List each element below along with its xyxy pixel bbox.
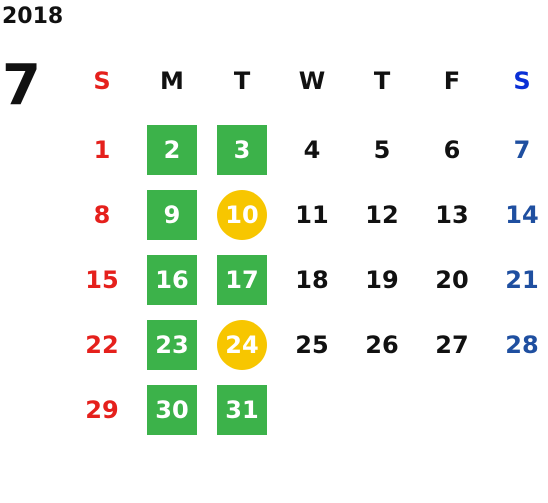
month-label: 7 bbox=[2, 53, 41, 118]
day-cell[interactable]: 13 bbox=[417, 190, 487, 255]
day-cell[interactable]: 12 bbox=[347, 190, 417, 255]
day-cell-highlighted-green[interactable]: 16 bbox=[137, 255, 207, 320]
day-number: 29 bbox=[85, 396, 119, 424]
day-cell-highlighted-green[interactable]: 9 bbox=[137, 190, 207, 255]
year-label: 2018 bbox=[2, 4, 64, 29]
day-cell[interactable]: 11 bbox=[277, 190, 347, 255]
day-cell[interactable]: 26 bbox=[347, 320, 417, 385]
day-cell-highlighted-green[interactable]: 3 bbox=[207, 125, 277, 190]
day-number: 4 bbox=[303, 136, 321, 164]
day-number: 9 bbox=[147, 190, 197, 240]
day-number: 12 bbox=[365, 201, 399, 229]
day-cell-highlighted-green[interactable]: 17 bbox=[207, 255, 277, 320]
day-number: 17 bbox=[217, 255, 267, 305]
weekday-mon: M bbox=[160, 67, 184, 95]
day-cell[interactable]: 25 bbox=[277, 320, 347, 385]
day-cell[interactable]: 18 bbox=[277, 255, 347, 320]
day-number: 15 bbox=[85, 266, 119, 294]
day-number: 6 bbox=[443, 136, 461, 164]
day-cell[interactable]: 22 bbox=[67, 320, 137, 385]
day-number: 31 bbox=[217, 385, 267, 435]
day-number: 10 bbox=[217, 190, 267, 240]
weekday-tue: T bbox=[233, 67, 251, 95]
day-cell[interactable]: 6 bbox=[417, 125, 487, 190]
day-number: 7 bbox=[513, 136, 531, 164]
day-number: 19 bbox=[365, 266, 399, 294]
day-number: 21 bbox=[505, 266, 539, 294]
weekday-thu: T bbox=[373, 67, 391, 95]
weekday-wed: W bbox=[298, 67, 326, 95]
day-cell[interactable]: 5 bbox=[347, 125, 417, 190]
weekday-sat: S bbox=[513, 67, 531, 95]
day-cell-highlighted-green[interactable]: 2 bbox=[137, 125, 207, 190]
day-cell[interactable]: 20 bbox=[417, 255, 487, 320]
day-cell[interactable]: 15 bbox=[67, 255, 137, 320]
day-cell[interactable]: 27 bbox=[417, 320, 487, 385]
day-number: 20 bbox=[435, 266, 469, 294]
day-cell-highlighted-green[interactable]: 23 bbox=[137, 320, 207, 385]
day-number: 30 bbox=[147, 385, 197, 435]
day-number: 25 bbox=[295, 331, 329, 359]
day-cell[interactable]: 28 bbox=[487, 320, 548, 385]
day-number: 1 bbox=[93, 136, 111, 164]
day-number: 28 bbox=[505, 331, 539, 359]
day-number: 26 bbox=[365, 331, 399, 359]
weekday-fri: F bbox=[443, 67, 461, 95]
day-cell-highlighted-yellow[interactable]: 24 bbox=[207, 320, 277, 385]
day-number: 5 bbox=[373, 136, 391, 164]
day-number: 18 bbox=[295, 266, 329, 294]
day-cell[interactable]: 1 bbox=[67, 125, 137, 190]
day-cell[interactable]: 7 bbox=[487, 125, 548, 190]
day-number: 16 bbox=[147, 255, 197, 305]
day-number: 22 bbox=[85, 331, 119, 359]
day-cell-highlighted-green[interactable]: 31 bbox=[207, 385, 277, 450]
day-number: 24 bbox=[217, 320, 267, 370]
day-number: 11 bbox=[295, 201, 329, 229]
day-cell-highlighted-yellow[interactable]: 10 bbox=[207, 190, 277, 255]
day-number: 8 bbox=[93, 201, 111, 229]
weekday-sun: S bbox=[93, 67, 111, 95]
day-cell[interactable]: 21 bbox=[487, 255, 548, 320]
day-number: 13 bbox=[435, 201, 469, 229]
day-cell[interactable]: 14 bbox=[487, 190, 548, 255]
day-cell[interactable]: 19 bbox=[347, 255, 417, 320]
day-number: 3 bbox=[217, 125, 267, 175]
day-number: 27 bbox=[435, 331, 469, 359]
day-cell[interactable]: 4 bbox=[277, 125, 347, 190]
day-cell-highlighted-green[interactable]: 30 bbox=[137, 385, 207, 450]
day-cell[interactable]: 29 bbox=[67, 385, 137, 450]
day-number: 23 bbox=[147, 320, 197, 370]
day-number: 14 bbox=[505, 201, 539, 229]
day-cell[interactable]: 8 bbox=[67, 190, 137, 255]
day-number: 2 bbox=[147, 125, 197, 175]
